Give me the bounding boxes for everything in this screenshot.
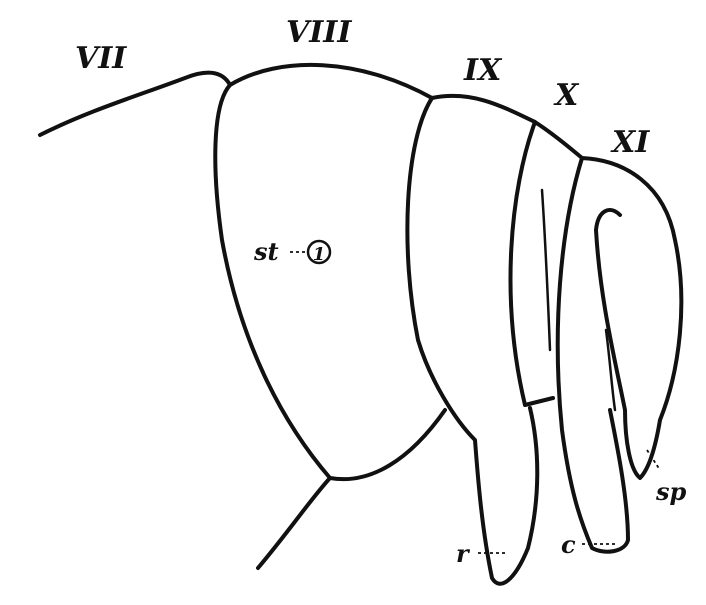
sp-label: sp <box>655 477 687 506</box>
segment-x-inner-line <box>540 188 552 352</box>
segment-ix-label: IX <box>463 53 503 88</box>
stigma-circle <box>306 239 332 265</box>
segment-xi-outline <box>555 156 684 554</box>
segment-vii-label: VII <box>75 41 127 76</box>
stigma-number: 1 <box>313 244 326 265</box>
segment-x-label: X <box>553 78 580 113</box>
r-label: r <box>456 539 471 568</box>
stigma-label: st <box>253 237 279 266</box>
segment-x-outline <box>508 120 584 407</box>
segment-xi-inner-line <box>604 328 617 412</box>
segment-viii-label: VIII <box>286 15 352 50</box>
sp-leader <box>646 449 661 471</box>
segment-xi-label: XI <box>610 125 650 160</box>
segment-viii-outline <box>213 62 447 482</box>
segment-ix-outline <box>405 93 540 586</box>
segment-vii-outline <box>38 70 232 137</box>
c-label: c <box>561 530 576 559</box>
ventral-line <box>256 476 332 570</box>
